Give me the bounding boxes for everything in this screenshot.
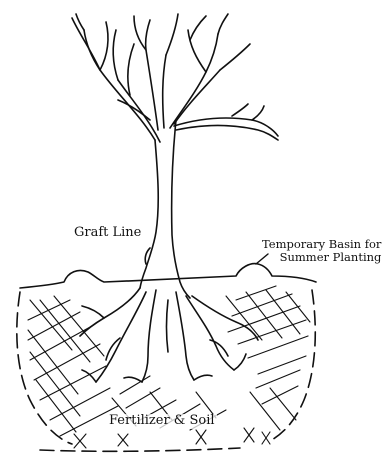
basin-label-line-2: Summer Planting — [262, 251, 381, 264]
temporary-basin-label: Temporary Basin for Summer Planting — [262, 238, 381, 264]
ground-surface — [20, 264, 316, 288]
tree-trunk — [140, 120, 190, 298]
tree-branches — [72, 14, 278, 142]
graft-line-label: Graft Line — [74, 226, 141, 241]
fertilizer-soil-label: Fertilizer & Soil — [107, 414, 217, 429]
